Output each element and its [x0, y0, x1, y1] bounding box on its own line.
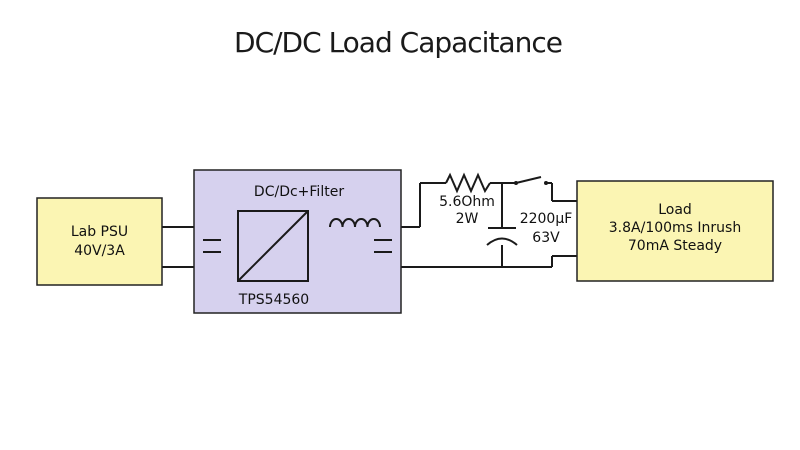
lab-psu-label: Lab PSU	[71, 224, 128, 240]
resistor-icon	[445, 172, 491, 194]
page-title: DC/DC Load Capacitance	[234, 26, 562, 59]
lab-psu-box	[36, 197, 163, 286]
converter-icon	[237, 210, 309, 282]
load-steady: 70mA Steady	[628, 238, 722, 254]
dcdc-title: DC/Dc+Filter	[254, 184, 344, 200]
load-inrush: 3.8A/100ms Inrush	[609, 220, 741, 236]
lab-psu-rating: 40V/3A	[74, 243, 125, 259]
output-capacitor-icon	[374, 239, 392, 253]
load-box	[576, 180, 774, 282]
inductor-icon	[329, 218, 381, 228]
dcdc-block: DC/Dc+Filter TPS54560	[193, 169, 402, 314]
capacitor-icon	[203, 239, 221, 253]
resistor-value: 5.6Ohm	[439, 194, 495, 210]
electrolytic-capacitor-icon	[486, 227, 518, 246]
capacitor-value: 2200µF	[520, 211, 573, 227]
load-label: Load	[658, 202, 692, 218]
switch-icon	[514, 176, 548, 185]
dcdc-box	[193, 169, 402, 314]
lab-psu-block: Lab PSU 40V/3A	[36, 197, 163, 286]
resistor-power: 2W	[456, 211, 479, 227]
capacitor-voltage: 63V	[532, 230, 560, 246]
load-block: Load 3.8A/100ms Inrush 70mA Steady	[576, 180, 774, 282]
dcdc-part-number: TPS54560	[238, 292, 309, 308]
